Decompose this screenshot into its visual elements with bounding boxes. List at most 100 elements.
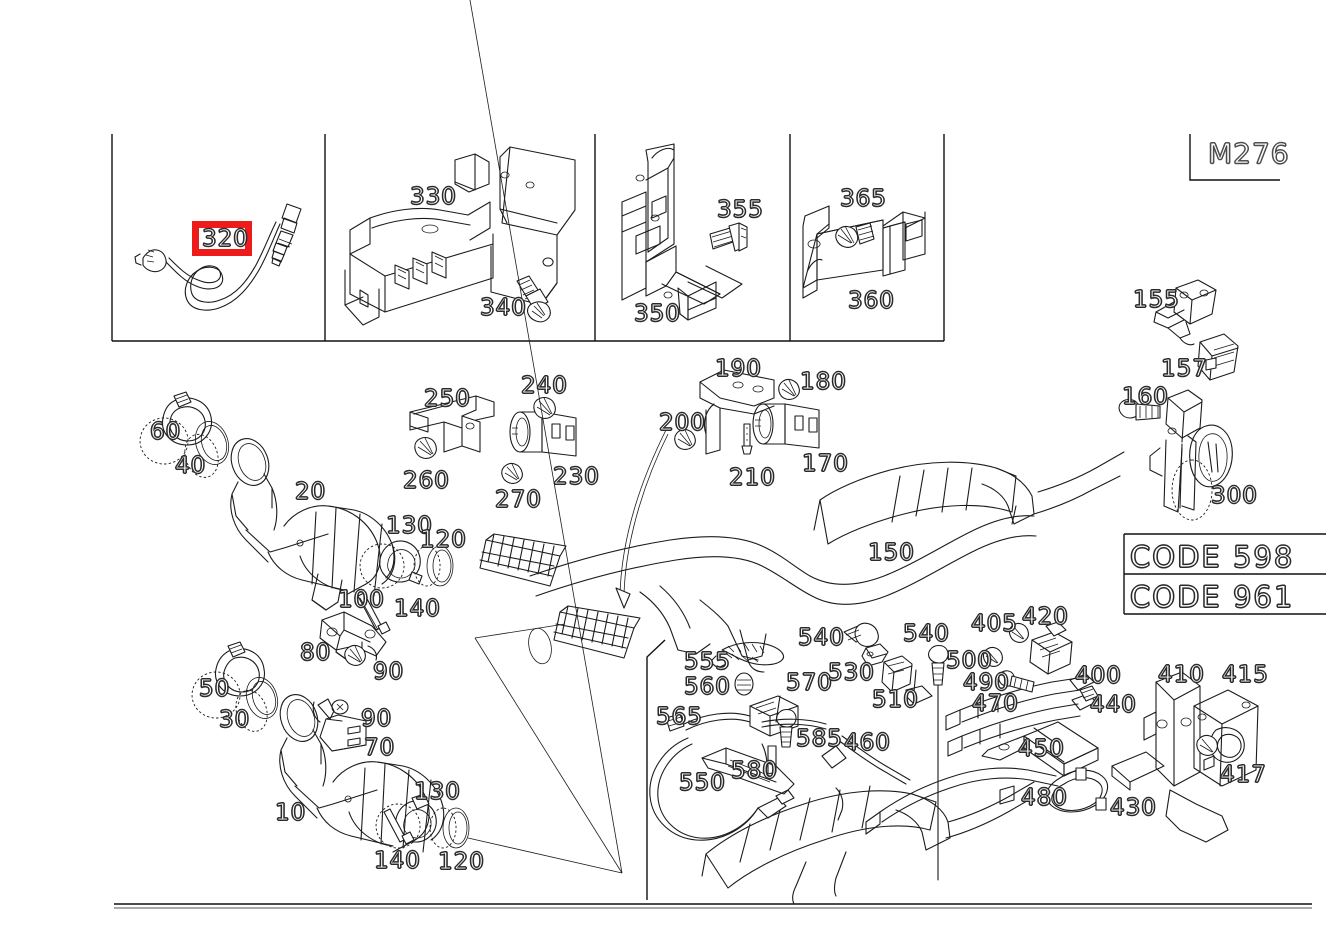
pipe-assembly-470-450 — [945, 673, 1097, 757]
part-label-30: 30 — [218, 707, 251, 733]
engine-code-label: M276 — [1207, 137, 1290, 170]
nut-260 — [414, 437, 437, 459]
flange-400 — [1029, 621, 1073, 675]
connector-157 — [1197, 333, 1239, 381]
part-label-260: 260 — [402, 468, 450, 494]
pin-210 — [741, 423, 753, 455]
part-label-80: 80 — [299, 640, 332, 666]
option-code-598: CODE 598 — [1129, 540, 1295, 574]
bolt-340 — [516, 275, 551, 323]
nut-180 — [778, 379, 800, 400]
part-label-100: 100 — [337, 587, 385, 613]
part-label-355: 355 — [716, 197, 764, 223]
clip-530 — [861, 643, 889, 667]
gasket-120-upper — [413, 545, 454, 587]
part-label-540-right: 540 — [902, 621, 950, 647]
part-label-180: 180 — [799, 369, 847, 395]
center-exhaust-pipe-150 — [479, 451, 1125, 673]
part-label-130-upper: 130 — [385, 513, 433, 539]
part-label-120-lower: 120 — [437, 849, 485, 875]
part-label-130-lower: 130 — [413, 779, 461, 805]
hanger-bracket-right — [1149, 389, 1203, 513]
part-label-190: 190 — [714, 356, 762, 382]
nut-90-upper — [344, 644, 366, 666]
harness-cable-550 — [649, 737, 795, 841]
nut-500 — [982, 646, 1003, 667]
part-label-170: 170 — [801, 451, 849, 477]
part-label-580: 580 — [730, 758, 778, 784]
part-label-500: 500 — [945, 648, 993, 674]
sensor-harness-555 — [709, 641, 785, 669]
part-label-90-lower: 90 — [360, 706, 393, 732]
option-code-box — [1123, 533, 1326, 615]
part-label-160: 160 — [1121, 384, 1169, 410]
part-label-250: 250 — [423, 386, 471, 412]
nut-420 — [1008, 622, 1029, 643]
part-label-415: 415 — [1221, 662, 1269, 688]
part-label-70: 70 — [363, 735, 396, 761]
part-label-200: 200 — [658, 410, 706, 436]
clamp-130-lower — [375, 793, 437, 849]
part-label-417: 417 — [1219, 762, 1267, 788]
footer-rule — [114, 903, 1312, 909]
part-label-430: 430 — [1109, 795, 1157, 821]
part-label-90-upper: 90 — [372, 659, 405, 685]
part-label-365: 365 — [839, 186, 887, 212]
part-label-50: 50 — [198, 676, 231, 702]
part-label-540-left: 540 — [797, 625, 845, 651]
bolt-365 — [835, 222, 875, 248]
part-label-405: 405 — [970, 611, 1018, 637]
bracket-440 — [981, 685, 1099, 777]
part-label-120-upper: 120 — [419, 527, 467, 553]
rear-muffler-body — [701, 781, 1035, 905]
bracket-70 — [312, 698, 367, 752]
gasket-560 — [734, 672, 754, 696]
inset-contents — [649, 621, 1259, 905]
mounting-bracket-part — [802, 205, 926, 299]
inset-callout-lines — [467, 0, 623, 874]
bracket-155 — [1153, 279, 1217, 346]
pipe-480 — [865, 767, 1059, 835]
part-label-460: 460 — [843, 730, 891, 756]
part-label-10: 10 — [274, 800, 307, 826]
bolt-540-left — [843, 622, 879, 647]
nut-200 — [674, 429, 696, 450]
hanger-170 — [752, 403, 820, 449]
bracket-580 — [701, 743, 795, 795]
part-label-440: 440 — [1089, 692, 1137, 718]
heat-shield-bracket-part — [344, 146, 576, 326]
rod-460 — [821, 735, 911, 785]
flex-pipe-upper — [479, 533, 567, 587]
bolt-540-right — [928, 644, 949, 881]
part-label-350: 350 — [633, 301, 681, 327]
part-label-530: 530 — [827, 660, 875, 686]
part-label-330: 330 — [409, 184, 457, 210]
gasket-30 — [235, 677, 279, 732]
rod-570 — [761, 695, 827, 730]
oxygen-sensor-part — [134, 203, 302, 311]
part-label-510: 510 — [871, 687, 919, 713]
part-label-210: 210 — [728, 465, 776, 491]
clamp-130-upper — [359, 540, 423, 589]
part-label-20: 20 — [294, 479, 327, 505]
top-panel-frame — [111, 134, 945, 342]
engine-code-bracket — [1189, 134, 1280, 181]
part-label-420: 420 — [1021, 604, 1069, 630]
part-label-490: 490 — [962, 670, 1010, 696]
pin-140-upper — [357, 592, 391, 635]
part-label-230: 230 — [552, 464, 600, 490]
part-label-570: 570 — [785, 670, 833, 696]
part-label-140-upper: 140 — [393, 596, 441, 622]
part-label-320: 320 — [201, 226, 249, 252]
part-label-480: 480 — [1020, 785, 1068, 811]
part-label-360: 360 — [847, 288, 895, 314]
part-label-270: 270 — [494, 487, 542, 513]
catalytic-converter-10 — [279, 694, 445, 853]
part-label-560: 560 — [683, 674, 731, 700]
gasket-120-lower — [429, 807, 470, 849]
part-label-470: 470 — [971, 691, 1019, 717]
hanger-230 — [509, 411, 577, 457]
part-label-60: 60 — [149, 419, 182, 445]
flex-pipe-lower — [528, 605, 641, 665]
